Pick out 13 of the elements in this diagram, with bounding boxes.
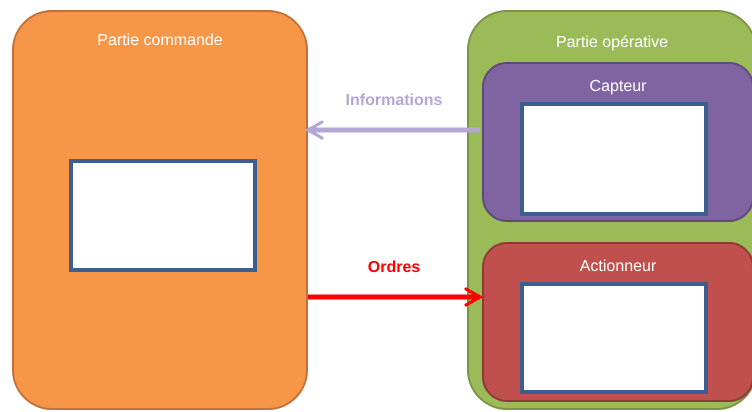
arrow (308, 287, 482, 307)
empty-box (520, 282, 708, 394)
actuator-box (482, 242, 752, 402)
node-title: Actionneur (580, 258, 656, 276)
control-panel (12, 10, 308, 410)
empty-box (69, 159, 257, 272)
empty-box (520, 102, 708, 216)
node-title: Capteur (590, 78, 646, 96)
operative-panel (467, 10, 752, 410)
node-title: Partie opérative (556, 34, 668, 52)
arrow (306, 120, 480, 140)
sensor-box (482, 62, 752, 222)
node-title: Partie commande (97, 32, 223, 50)
